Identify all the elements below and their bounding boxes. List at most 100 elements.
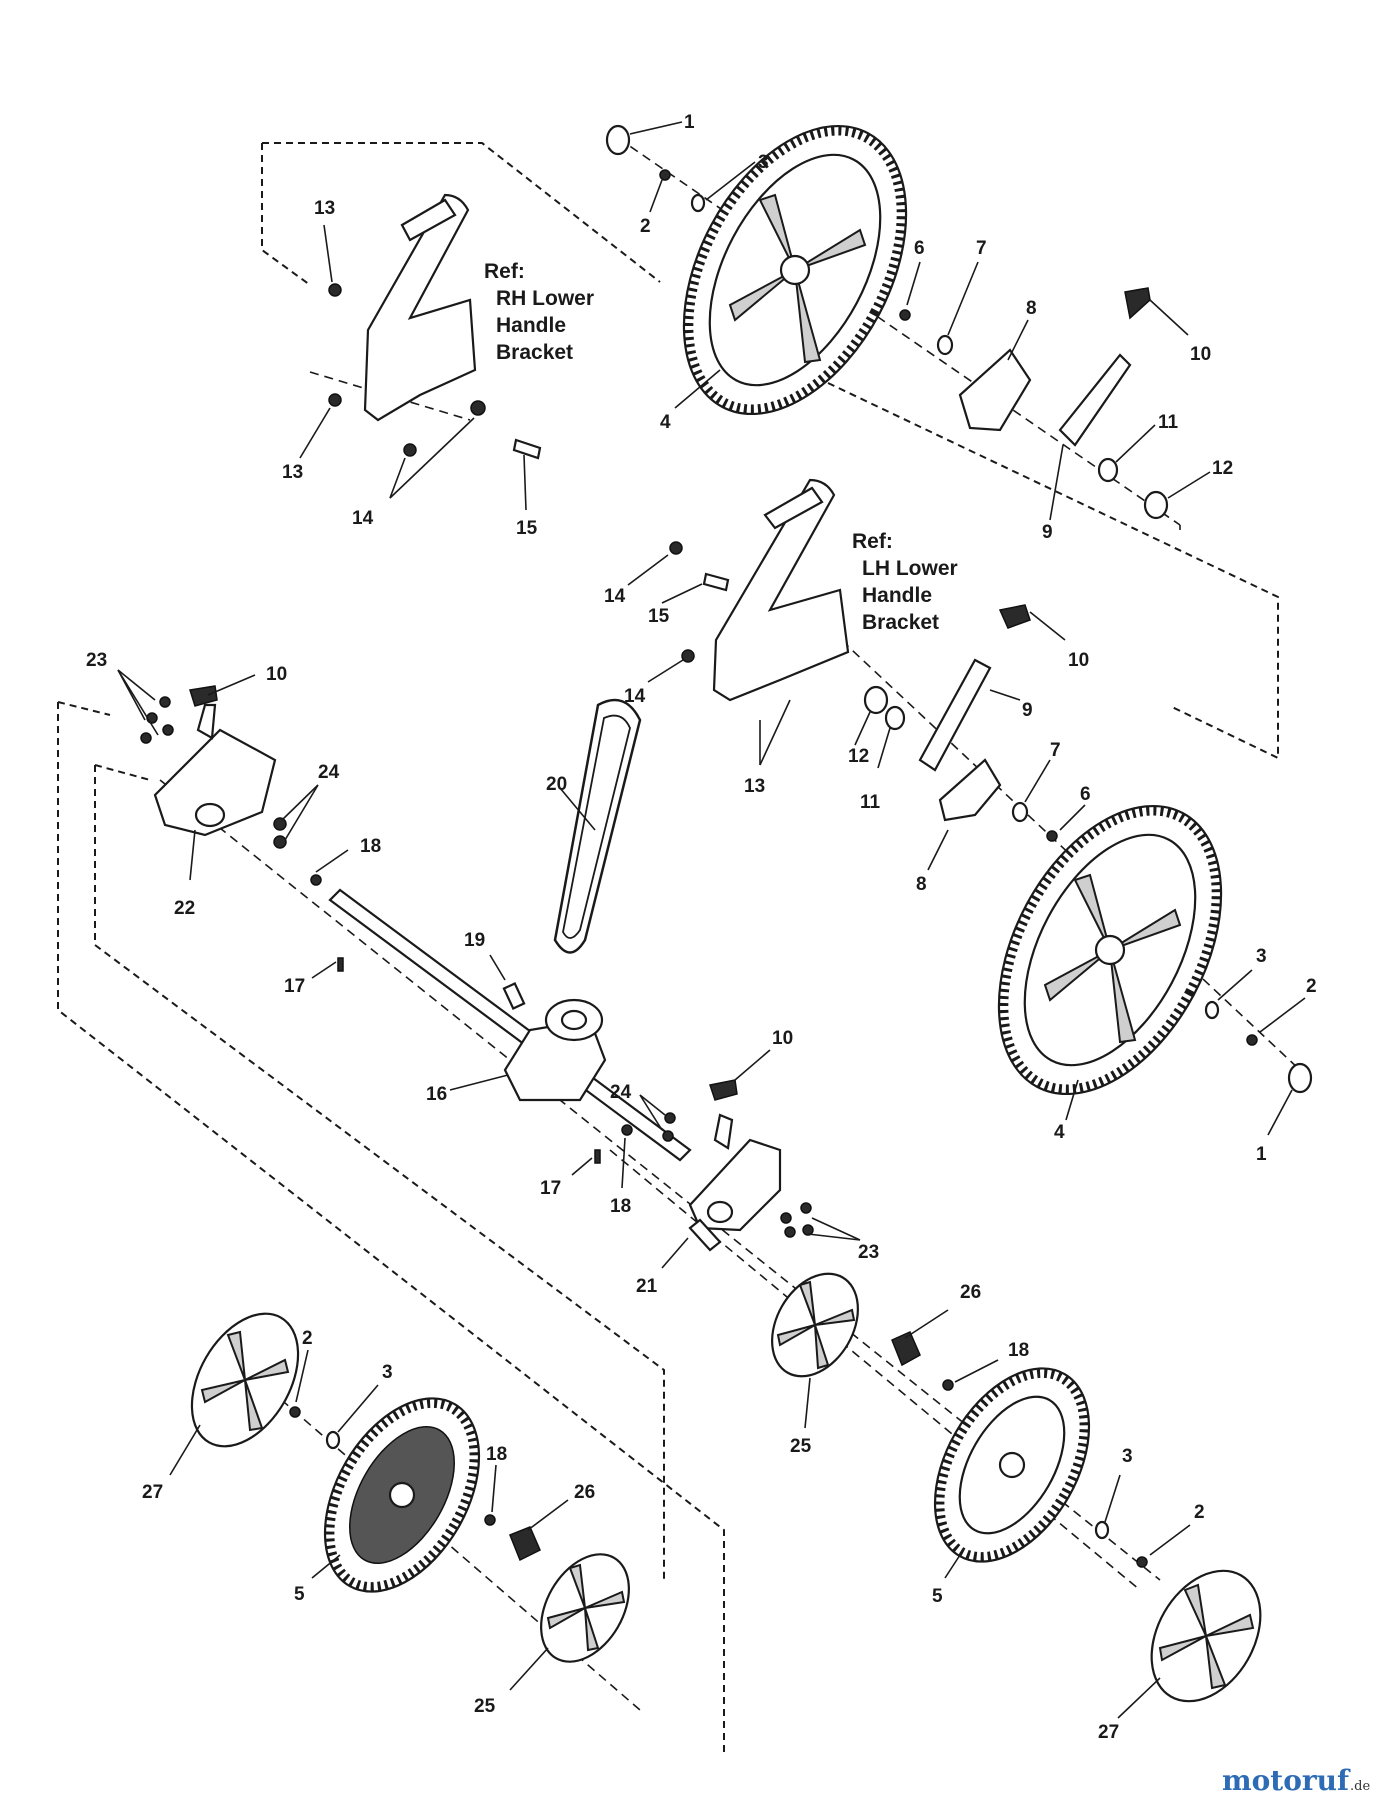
drive-belt — [553, 698, 642, 954]
washer-3-mid — [1204, 1000, 1220, 1020]
callout: 21 — [636, 1276, 658, 1297]
rear-wheel-left — [997, 804, 1223, 1096]
ref-note-line: LH Lower — [862, 557, 958, 580]
washer-11-mid — [884, 705, 906, 731]
hubcap-1-mid — [1287, 1062, 1313, 1094]
callout: 13 — [744, 776, 765, 797]
washer-3-top — [690, 193, 706, 213]
callout: 18 — [360, 836, 381, 857]
gear-housing-left — [140, 685, 287, 849]
callout: 27 — [1098, 1722, 1119, 1743]
callout: 12 — [848, 746, 869, 767]
callout: 2 — [1306, 976, 1317, 997]
spacer-12-mid — [863, 685, 889, 715]
rear-wheel-right — [682, 124, 908, 416]
nut-2-front-left — [289, 1406, 301, 1418]
callout: 1 — [684, 112, 695, 133]
nut-2-front-right — [1136, 1556, 1148, 1568]
nut-2-mid — [1246, 1034, 1258, 1046]
callout: 1 — [1256, 1144, 1267, 1165]
callout: 15 — [648, 606, 670, 627]
callout: 12 — [1212, 458, 1233, 479]
callout: 4 — [1054, 1122, 1065, 1143]
wheel-cover-27-left — [190, 1312, 300, 1448]
callout: 9 — [1042, 522, 1053, 543]
callout: 14 — [604, 586, 626, 607]
callout: 22 — [174, 898, 195, 919]
callout: 10 — [1068, 650, 1089, 671]
callout: 10 — [266, 664, 287, 685]
callout: 8 — [916, 874, 927, 895]
callout: 26 — [960, 1282, 981, 1303]
lever-9-mid — [918, 658, 992, 772]
callout: 2 — [302, 1328, 313, 1349]
callout: 10 — [772, 1028, 793, 1049]
callout: 24 — [318, 762, 340, 783]
gear-26-right — [891, 1331, 921, 1367]
callout: 2 — [1194, 1502, 1205, 1523]
gear-housing-right — [688, 1113, 814, 1252]
callout: 14 — [352, 508, 374, 529]
callout: 27 — [142, 1482, 163, 1503]
ref-note-line: Handle — [496, 314, 566, 337]
callout: 13 — [282, 462, 303, 483]
callout-labels: 1 2 3 4 6 7 8 10 11 12 9 13 13 14 15 14 … — [86, 112, 1317, 1743]
lever-9-top — [1058, 353, 1132, 447]
washer-3-front-right — [1094, 1520, 1110, 1540]
ref-note-line: Handle — [862, 584, 932, 607]
callout: 19 — [464, 930, 485, 951]
callout: 10 — [1190, 344, 1211, 365]
wheel-cover-27-right — [1150, 1569, 1262, 1703]
ref-note-line: Bracket — [496, 341, 573, 364]
callout: 20 — [546, 774, 567, 795]
clip-18-right — [942, 1379, 954, 1391]
washer-11-top — [1097, 457, 1119, 483]
callout: 18 — [610, 1196, 631, 1217]
leader-lines — [117, 121, 1306, 1719]
knob-10-mid — [998, 604, 1031, 629]
nut-6-mid — [1046, 830, 1058, 842]
washer-7-mid — [1011, 801, 1029, 823]
callout: 3 — [1122, 1446, 1133, 1467]
callout: 23 — [858, 1242, 879, 1263]
callout: 5 — [932, 1586, 943, 1607]
rh-lower-handle-bracket — [328, 193, 542, 460]
callout: 6 — [914, 238, 925, 259]
front-wheel-left — [323, 1397, 481, 1593]
callout: 14 — [624, 686, 646, 707]
nut-6-top — [899, 309, 911, 321]
lh-lower-handle-bracket — [669, 478, 850, 702]
callout: 7 — [1050, 740, 1061, 761]
callout: 13 — [314, 198, 335, 219]
callout: 8 — [1026, 298, 1037, 319]
callout: 6 — [1080, 784, 1091, 805]
callout: 17 — [284, 976, 305, 997]
hub-cover-25-right — [771, 1272, 859, 1378]
bracket-8-mid — [938, 758, 1002, 822]
callout: 11 — [860, 792, 881, 813]
watermark-logo: motoruf .de — [1222, 1764, 1370, 1797]
callout: 25 — [790, 1436, 812, 1457]
callout: 11 — [1158, 412, 1179, 433]
callout: 9 — [1022, 700, 1033, 721]
nut-2-top — [659, 169, 671, 181]
gear-26-front-left — [509, 1526, 541, 1562]
transmission-axle — [310, 874, 738, 1164]
washer-7-top — [936, 334, 954, 356]
hub-cover-25-left — [540, 1553, 630, 1663]
callout: 23 — [86, 650, 107, 671]
ref-note-line: Ref: — [852, 530, 893, 553]
washer-3-front-left — [325, 1430, 341, 1450]
callout: 24 — [610, 1082, 632, 1103]
front-wheel-right — [933, 1367, 1091, 1563]
callout: 26 — [574, 1482, 595, 1503]
ref-note-rh-lower-handle-bracket: Ref: RH Lower Handle Bracket — [484, 260, 594, 364]
callout: 18 — [486, 1444, 507, 1465]
ref-note-lh-lower-handle-bracket: Ref: LH Lower Handle Bracket — [852, 530, 958, 634]
knob-10-top — [1124, 287, 1151, 320]
hubcap-1-top — [605, 124, 631, 156]
callout: 3 — [758, 152, 769, 173]
callout: 16 — [426, 1084, 447, 1105]
callout: 18 — [1008, 1340, 1029, 1361]
